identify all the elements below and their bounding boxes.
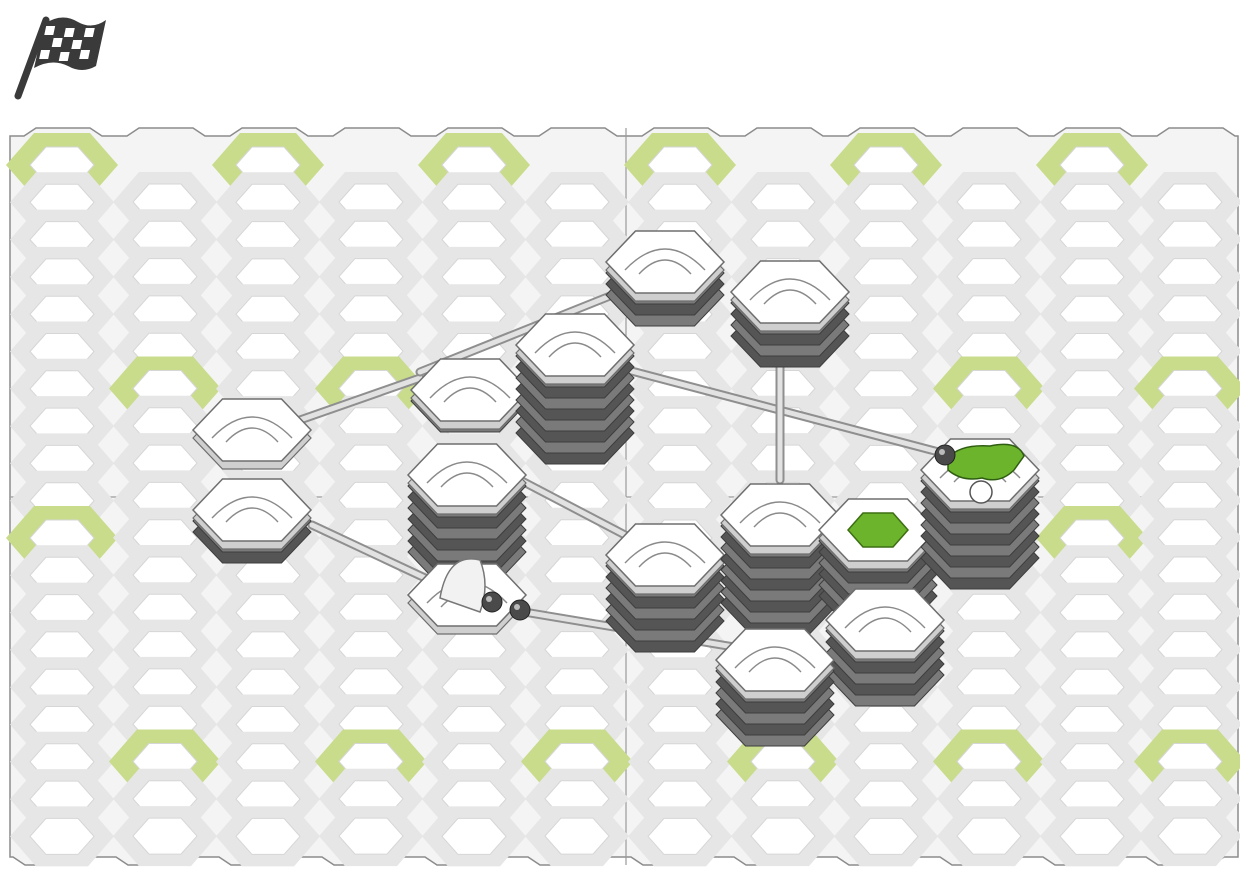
hex-hole [235, 817, 301, 855]
green-launcher [947, 443, 1025, 481]
marble [481, 591, 503, 613]
track-groove [225, 507, 279, 523]
track-groove [734, 646, 816, 669]
hex-hole [132, 817, 198, 855]
tile-top [824, 588, 946, 652]
hex-hole [544, 817, 610, 855]
track-groove [440, 472, 494, 488]
tile-top [729, 260, 851, 324]
checkered-flag-icon [14, 16, 106, 100]
track-groove [548, 342, 602, 358]
track-tile [824, 588, 946, 707]
track-tile [714, 628, 836, 747]
marble-shine [514, 604, 520, 610]
marble-shine [486, 596, 492, 602]
track-groove [429, 376, 511, 399]
track-groove [426, 461, 508, 484]
track-groove [753, 512, 807, 528]
rail-highlight [517, 477, 628, 538]
hex-hole [338, 817, 404, 855]
tile-top [604, 230, 726, 294]
track-groove [443, 387, 497, 403]
marble [509, 599, 531, 621]
hex-hole [750, 817, 816, 855]
track-groove [844, 606, 926, 629]
hex-hole [956, 817, 1022, 855]
tile-top [191, 398, 313, 462]
marble-shine [939, 449, 945, 455]
track-groove [638, 259, 692, 275]
track-tile [719, 483, 841, 635]
hex-hole [441, 817, 507, 855]
track-groove [211, 416, 293, 439]
track-groove [749, 278, 831, 301]
track-groove [534, 331, 616, 354]
rail-highlight [617, 365, 953, 458]
tile-top [191, 478, 313, 542]
marble [934, 444, 956, 466]
track-groove [739, 501, 821, 524]
track-tile [191, 478, 313, 564]
track-tiles [191, 230, 1041, 747]
track-groove [211, 496, 293, 519]
track-groove [624, 541, 706, 564]
track-groove [858, 617, 912, 633]
hex-hole-grid [6, 133, 1240, 867]
rail-highlight [297, 375, 423, 423]
track-tile [604, 523, 726, 653]
track-groove [225, 427, 279, 443]
track-groove [624, 248, 706, 271]
hex-hole [647, 817, 713, 855]
hex-hole [853, 817, 919, 855]
track-tile [514, 313, 636, 465]
tile-top [714, 628, 836, 692]
track-tile [191, 398, 313, 470]
hex-hole [1157, 817, 1223, 855]
track-groove [763, 289, 817, 305]
launcher-ring [969, 480, 993, 504]
green-cup [846, 512, 910, 548]
tile-top [406, 443, 528, 507]
track-groove [638, 552, 692, 568]
track-tile [604, 230, 726, 327]
hex-hole [29, 817, 95, 855]
rail-highlight [309, 522, 443, 588]
track-groove [748, 657, 802, 673]
track-tile [406, 443, 528, 584]
tile-top [514, 313, 636, 377]
tile-top [604, 523, 726, 587]
hex-hole [1059, 817, 1125, 855]
track-tile [409, 358, 531, 433]
track-tile [729, 260, 851, 368]
